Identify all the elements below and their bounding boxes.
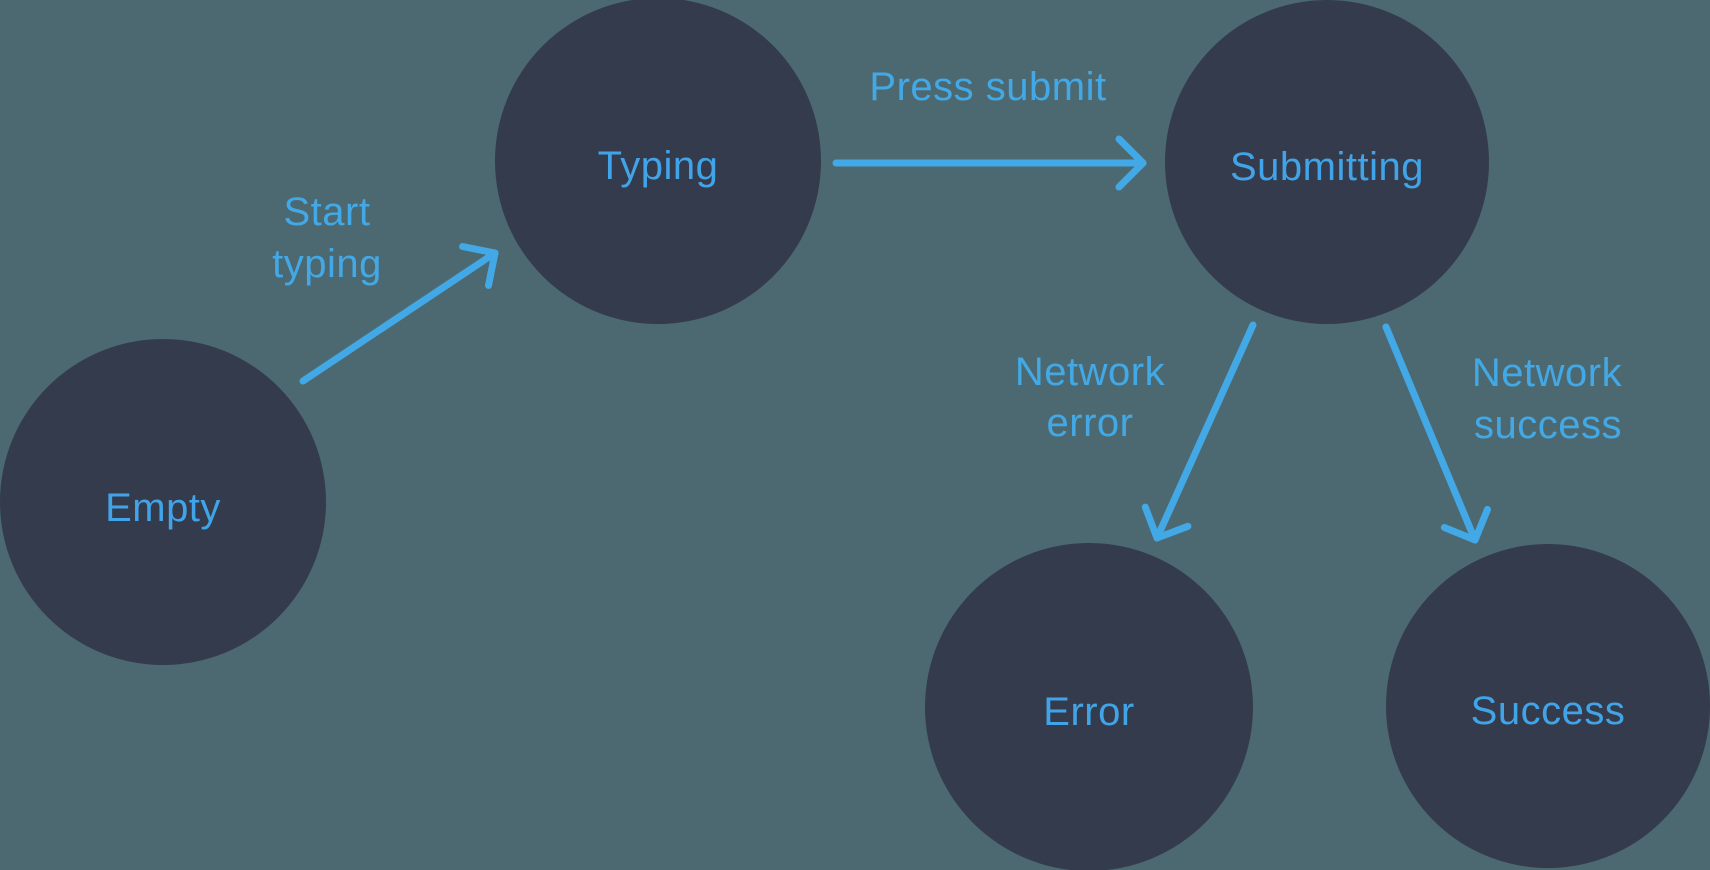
state-node-typing bbox=[495, 0, 821, 324]
transition-label-start-typing-line1: Start bbox=[284, 190, 371, 234]
state-label-typing: Typing bbox=[598, 144, 719, 188]
arrowhead-icon-submitting-to-success bbox=[1440, 505, 1491, 544]
arrow-shaft-empty-to-typing bbox=[299, 249, 499, 385]
state-node-empty bbox=[0, 339, 326, 665]
transition-submitting-to-error: Network error bbox=[1015, 321, 1257, 542]
state-label-error: Error bbox=[1043, 690, 1134, 734]
state-label-submitting: Submitting bbox=[1230, 145, 1424, 189]
arrowhead-icon-submitting-to-error bbox=[1141, 503, 1192, 542]
transition-empty-to-typing: Start typing bbox=[272, 190, 499, 385]
state-label-empty: Empty bbox=[105, 486, 221, 530]
arrow-shaft-submitting-to-success bbox=[1382, 323, 1479, 544]
transition-label-press-submit: Press submit bbox=[869, 65, 1106, 109]
arrowhead-icon-typing-to-submitting bbox=[1115, 135, 1147, 191]
transition-label-network-success-line1: Network bbox=[1472, 351, 1623, 395]
transition-submitting-to-success: Network success bbox=[1382, 323, 1623, 544]
transition-label-network-error-line1: Network bbox=[1015, 350, 1166, 394]
arrow-shaft-submitting-to-error bbox=[1153, 321, 1257, 542]
transition-typing-to-submitting: Press submit bbox=[832, 65, 1147, 191]
arrowhead-icon-empty-to-typing bbox=[459, 243, 499, 289]
state-node-success bbox=[1386, 544, 1710, 868]
transition-label-network-success-line2: success bbox=[1474, 403, 1622, 447]
transition-label-start-typing-line2: typing bbox=[272, 242, 382, 286]
state-node-error bbox=[925, 543, 1253, 870]
state-label-success: Success bbox=[1471, 689, 1626, 733]
state-node-submitting bbox=[1165, 0, 1489, 324]
transition-label-network-error-line2: error bbox=[1047, 401, 1134, 445]
